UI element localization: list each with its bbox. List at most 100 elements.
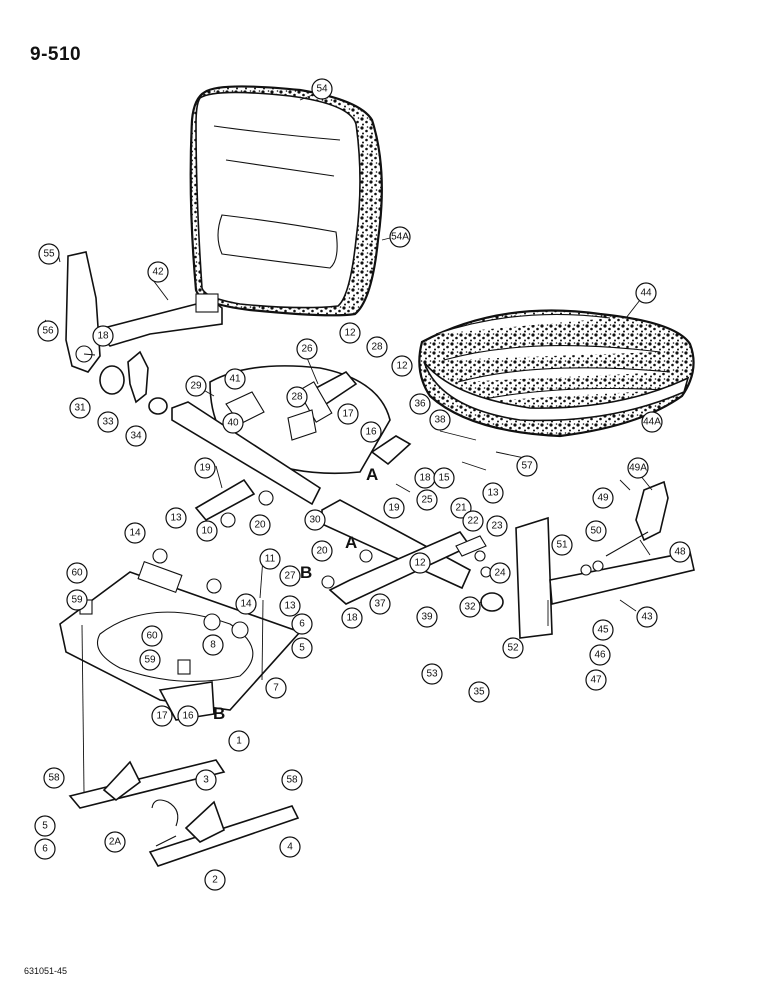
- callout-circle: [124, 522, 146, 544]
- callout-circle: [38, 243, 60, 265]
- callout-circle: [516, 455, 538, 477]
- callout-5: 5: [34, 815, 56, 837]
- callout-label: 7: [273, 683, 279, 694]
- callout-57: 57: [516, 455, 538, 477]
- callout-circle: [69, 397, 91, 419]
- callout-circle: [202, 634, 224, 656]
- callout-6: 6: [34, 838, 56, 860]
- callout-label: 16: [182, 711, 194, 722]
- callout-44: 44: [635, 282, 657, 304]
- callout-circle: [259, 548, 281, 570]
- callout-label: 50: [590, 526, 602, 537]
- callout-59: 59: [139, 649, 161, 671]
- callout-circle: [43, 767, 65, 789]
- callout-label: 58: [286, 775, 298, 786]
- callout-circle: [92, 325, 114, 347]
- callout-56: 56: [37, 320, 59, 342]
- callout-circle: [366, 336, 388, 358]
- callout-label: 13: [487, 488, 499, 499]
- callout-circle: [66, 589, 88, 611]
- side-bracket: [515, 480, 695, 639]
- callout-18: 18: [92, 325, 114, 347]
- callout-label: 40: [227, 418, 239, 429]
- callout-19: 19: [383, 497, 405, 519]
- callout-2a: 2A: [104, 831, 126, 853]
- suspension-base: [59, 560, 302, 721]
- callout-circle: [450, 497, 472, 519]
- callout-label: 12: [396, 361, 408, 372]
- callout-3: 3: [195, 769, 217, 791]
- callout-circle: [416, 489, 438, 511]
- callout-50: 50: [585, 520, 607, 542]
- callout-30: 30: [304, 509, 326, 531]
- callout-circle: [222, 412, 244, 434]
- callout-44a: 44A: [641, 411, 663, 433]
- ref-letter-a-upper: A: [366, 465, 378, 484]
- callout-circle: [185, 375, 207, 397]
- callout-circle: [196, 520, 218, 542]
- callout-circle: [228, 730, 250, 752]
- callout-circle: [627, 457, 649, 479]
- callout-circle: [489, 562, 511, 584]
- callout-31: 31: [69, 397, 91, 419]
- ref-letter-b-base: B: [213, 704, 225, 723]
- callout-22: 22: [462, 510, 484, 532]
- callout-20: 20: [311, 540, 333, 562]
- callout-54a: 54A: [389, 226, 411, 248]
- callout-54: 54: [311, 78, 333, 100]
- callout-42: 42: [147, 261, 169, 283]
- callout-circle: [147, 261, 169, 283]
- callout-label: 5: [42, 821, 48, 832]
- callout-circle: [468, 681, 490, 703]
- back-bracket-assembly: [65, 251, 223, 415]
- callout-17: 17: [151, 705, 173, 727]
- callout-label: 49A: [629, 463, 647, 474]
- callout-label: 44: [640, 288, 652, 299]
- callout-circle: [341, 607, 363, 629]
- callout-label: 13: [284, 601, 296, 612]
- callout-label: 17: [156, 711, 168, 722]
- callout-label: 2: [212, 875, 218, 886]
- callout-label: 41: [229, 374, 241, 385]
- callout-36: 36: [409, 393, 431, 415]
- callout-label: 3: [203, 775, 209, 786]
- callout-20: 20: [249, 514, 271, 536]
- seat-cushion: [418, 309, 695, 438]
- callout-label: 18: [419, 473, 431, 484]
- callout-58: 58: [43, 767, 65, 789]
- callout-label: 16: [365, 427, 377, 438]
- callout-label: 30: [309, 515, 321, 526]
- callout-circle: [165, 507, 187, 529]
- callout-16: 16: [177, 705, 199, 727]
- callout-circle: [416, 606, 438, 628]
- callout-layer: 545542185654A442612281229413133344028171…: [34, 78, 691, 891]
- callout-label: 54: [316, 84, 328, 95]
- callout-60: 60: [66, 562, 88, 584]
- callout-circle: [360, 421, 382, 443]
- callout-label: 5: [299, 643, 305, 654]
- callout-label: 19: [388, 503, 400, 514]
- callout-34: 34: [125, 425, 147, 447]
- callout-28: 28: [366, 336, 388, 358]
- callout-26: 26: [296, 338, 318, 360]
- callout-circle: [482, 482, 504, 504]
- callout-circle: [195, 769, 217, 791]
- callout-24: 24: [489, 562, 511, 584]
- callout-circle: [669, 541, 691, 563]
- callout-12: 12: [409, 552, 431, 574]
- callout-circle: [409, 552, 431, 574]
- callout-circle: [585, 669, 607, 691]
- callout-40: 40: [222, 412, 244, 434]
- callout-label: 18: [346, 613, 358, 624]
- callout-circle: [459, 596, 481, 618]
- callout-circle: [337, 403, 359, 425]
- callout-13: 13: [279, 595, 301, 617]
- callout-43: 43: [636, 606, 658, 628]
- callout-circle: [279, 836, 301, 858]
- callout-51: 51: [551, 534, 573, 556]
- callout-28: 28: [286, 386, 308, 408]
- callout-circle: [462, 510, 484, 532]
- callout-33: 33: [97, 411, 119, 433]
- callout-circle: [151, 705, 173, 727]
